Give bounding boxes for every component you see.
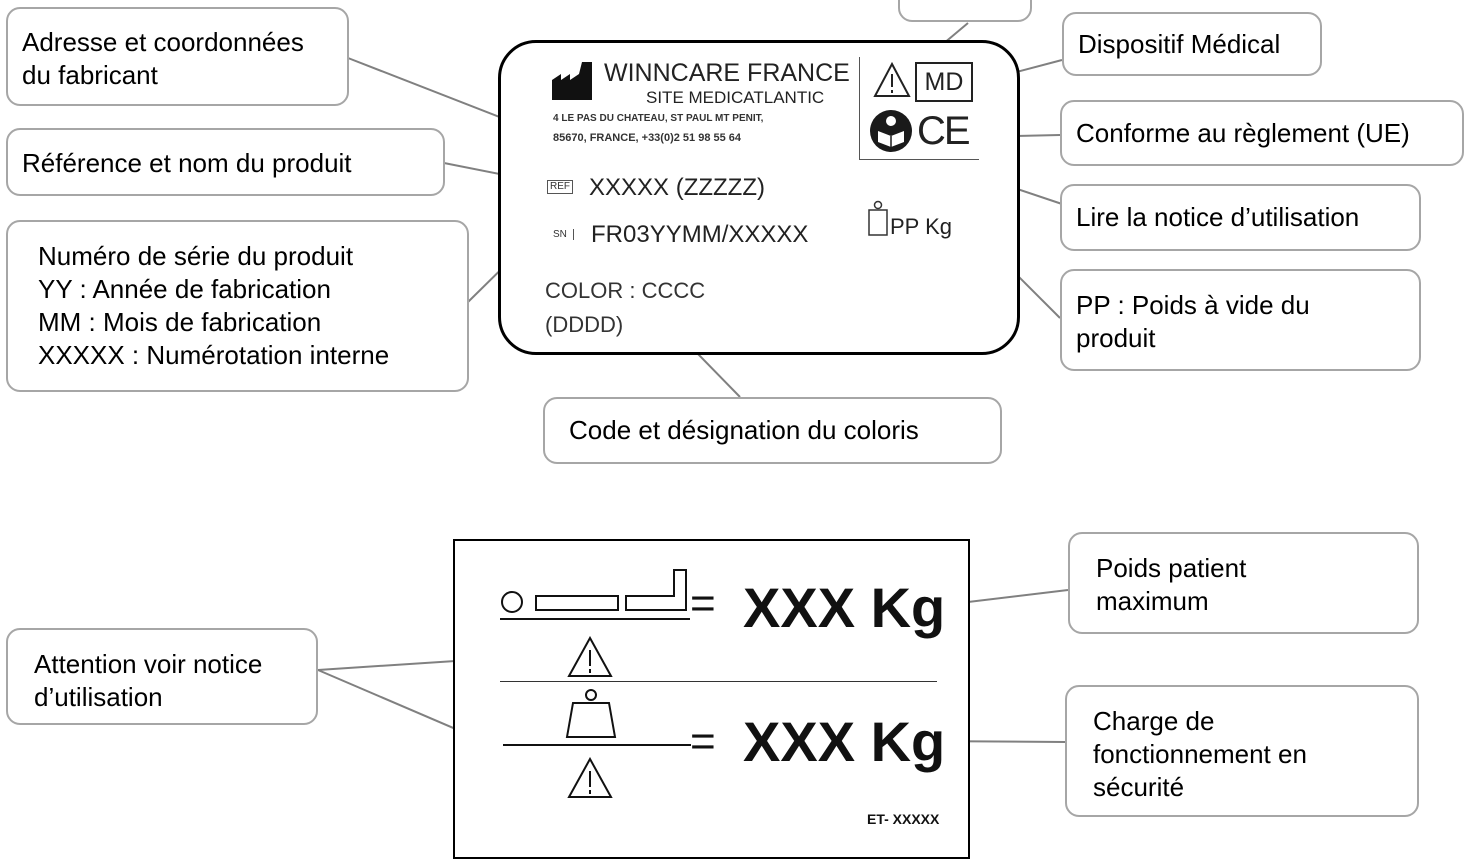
row2-value: XXX Kg — [743, 710, 946, 773]
callout-empty-weight-line2: produit — [1076, 323, 1156, 353]
bed-icon — [500, 569, 690, 620]
manufacturer-icon — [552, 62, 592, 100]
callout-medical-device-text: Dispositif Médical — [1078, 29, 1281, 59]
site-name: SITE MEDICATLANTIC — [646, 88, 825, 107]
callout-attention-line2: d’utilisation — [34, 682, 163, 712]
callout-conformity-text: Conforme au règlement (UE) — [1076, 118, 1410, 148]
md-badge-text: MD — [924, 68, 964, 96]
weight-value: PP Kg — [890, 214, 952, 239]
arrow-manufacturer — [347, 57, 522, 128]
callout-max-patient-weight: Poids patient maximum — [1068, 532, 1419, 634]
ce-mark: CE — [917, 109, 971, 153]
callout-safe-working-load: Charge de fonctionnement en sécurité — [1065, 685, 1419, 817]
divider-horizontal — [859, 159, 979, 160]
callout-color-code: Code et désignation du coloris — [543, 397, 1002, 464]
load-weight-icon — [503, 689, 691, 746]
load-label: = XXX Kg = XXX Kg ET- XXXXX — [453, 539, 970, 859]
address-line2: 85670, FRANCE, +33(0)2 51 98 55 64 — [553, 132, 742, 144]
callout-conformity: Conforme au règlement (UE) — [1060, 100, 1464, 166]
callout-serial-line1: Numéro de série du produit — [38, 241, 354, 271]
warning-icon-row2 — [567, 757, 613, 798]
callout-empty-weight: PP : Poids à vide du produit — [1060, 269, 1421, 371]
label2-divider — [500, 681, 937, 682]
callout-manufacturer-line2: du fabricant — [22, 60, 158, 90]
sn-tag: SN — [553, 229, 574, 240]
callout-color-code-text: Code et désignation du coloris — [569, 415, 919, 445]
row1-equals: = — [690, 579, 716, 628]
warning-icon — [873, 62, 911, 97]
callout-manufacturer: Adresse et coordonnées du fabricant — [6, 7, 349, 106]
callout-attention: Attention voir notice d’utilisation — [6, 628, 318, 725]
brand-name: WINNCARE FRANCE — [604, 59, 850, 87]
callout-serial-line4: XXXXX : Numérotation interne — [38, 340, 390, 370]
weight-icon — [868, 200, 888, 236]
row2-equals: = — [690, 717, 716, 766]
callout-reference: Référence et nom du produit — [6, 128, 445, 196]
color-line1: COLOR : CCCC — [545, 278, 706, 303]
callout-reference-text: Référence et nom du produit — [22, 148, 352, 178]
color-line2: (DDDD) — [545, 312, 624, 337]
callout-manufacturer-line1: Adresse et coordonnées — [22, 27, 304, 57]
product-label: WINNCARE FRANCE SITE MEDICATLANTIC 4 LE … — [498, 40, 1020, 355]
ref-tag: REF — [547, 180, 573, 194]
row1-value: XXX Kg — [743, 576, 946, 639]
ref-value: XXXXX (ZZZZZ) — [589, 174, 765, 201]
callout-safe-working-load-line2: fonctionnement en — [1093, 739, 1307, 769]
callout-medical-device: Dispositif Médical — [1062, 12, 1322, 76]
callout-safe-working-load-line3: sécurité — [1093, 772, 1185, 802]
footer-code: ET- XXXXX — [867, 811, 940, 827]
callout-read-manual: Lire la notice d’utilisation — [1060, 184, 1421, 251]
callout-warning-symbol — [898, 0, 1032, 22]
address-line1: 4 LE PAS DU CHATEAU, ST PAUL MT PENIT, — [553, 113, 764, 124]
callout-max-patient-weight-line2: maximum — [1096, 586, 1209, 616]
callout-serial: Numéro de série du produit YY : Année de… — [6, 220, 469, 392]
read-manual-icon — [870, 110, 912, 152]
callout-serial-line2: YY : Année de fabrication — [38, 274, 331, 304]
divider-vertical — [859, 57, 860, 159]
warning-icon-row1 — [567, 636, 613, 677]
callout-attention-line1: Attention voir notice — [34, 649, 263, 679]
callout-empty-weight-line1: PP : Poids à vide du — [1076, 290, 1310, 320]
callout-max-patient-weight-line1: Poids patient — [1096, 553, 1247, 583]
sn-value: FR03YYMM/XXXXX — [591, 221, 809, 248]
callout-safe-working-load-line1: Charge de — [1093, 706, 1215, 736]
callout-serial-line3: MM : Mois de fabrication — [38, 307, 322, 337]
md-badge: MD — [915, 62, 973, 102]
callout-read-manual-text: Lire la notice d’utilisation — [1076, 202, 1360, 232]
